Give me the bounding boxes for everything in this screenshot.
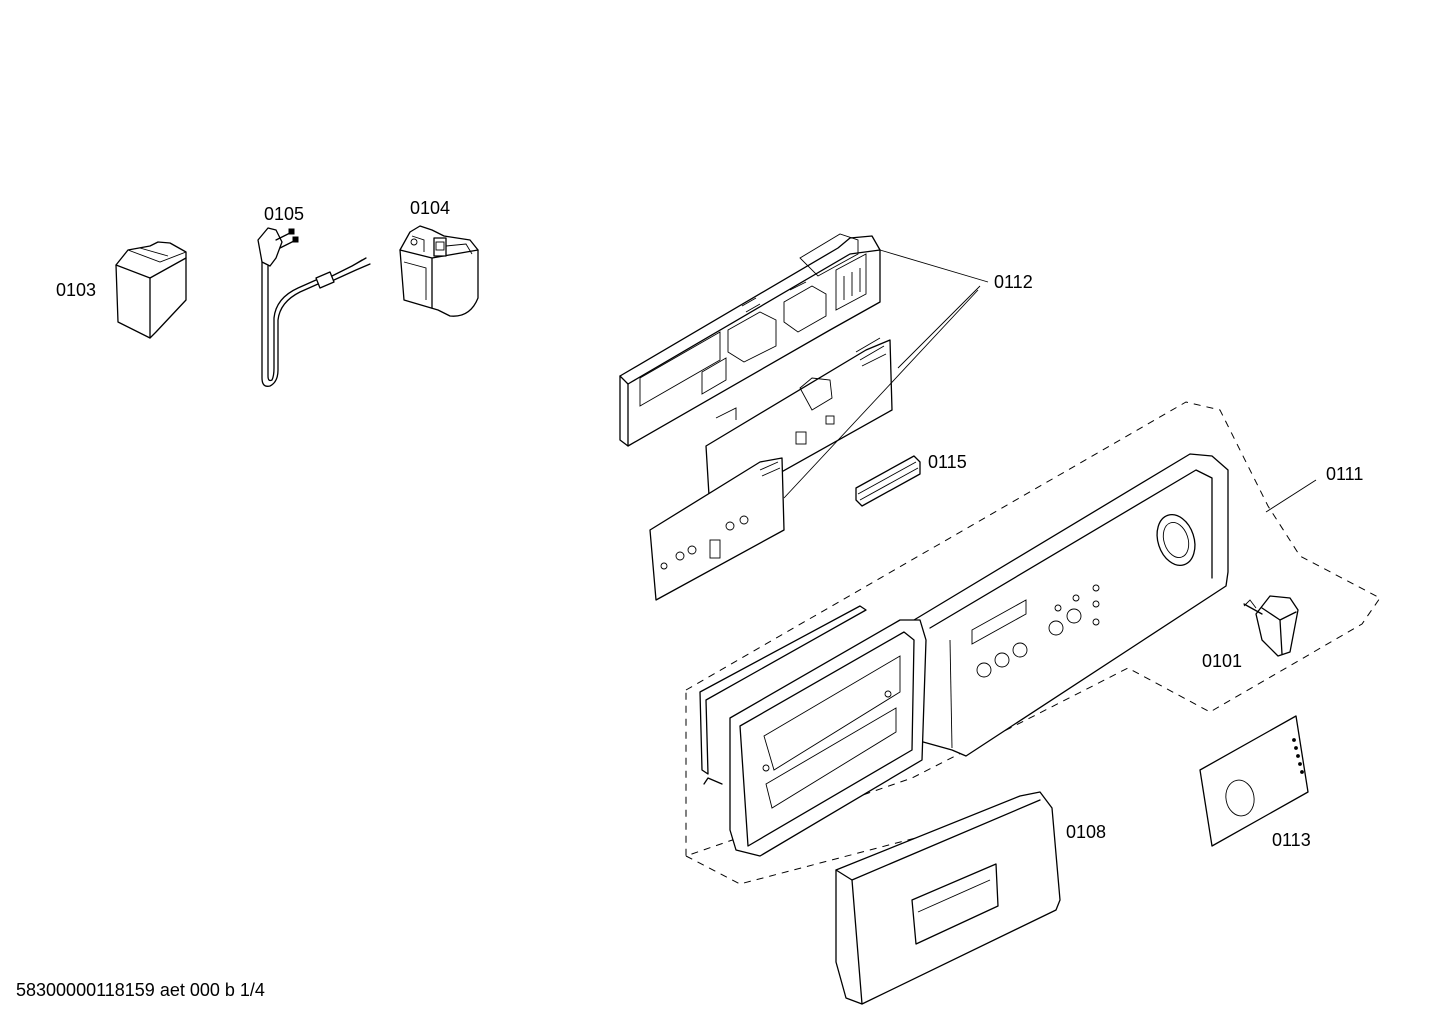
label-0103: 0103 xyxy=(56,280,96,300)
label-0105: 0105 xyxy=(264,204,304,224)
label-0115: 0115 xyxy=(928,452,967,472)
electronic-module-part xyxy=(619,233,989,601)
label-0108: 0108 xyxy=(1066,822,1106,842)
suppressor-part xyxy=(399,225,479,317)
drawer-handle-part xyxy=(835,791,1061,1005)
label-0101: 0101 xyxy=(1202,651,1242,671)
document-code: 58300000118159 aet 000 b 1/4 xyxy=(16,980,265,1000)
power-cable-part xyxy=(257,227,371,387)
display-window-part xyxy=(855,455,921,507)
label-0104: 0104 xyxy=(410,198,450,218)
label-0111: 0111 xyxy=(1326,464,1363,484)
cap-cover-part xyxy=(115,241,187,339)
panel-foil-part xyxy=(1199,715,1309,847)
label-0112: 0112 xyxy=(994,272,1033,292)
program-knob-part xyxy=(1243,595,1299,657)
label-0113: 0113 xyxy=(1272,830,1311,850)
fascia-panel-part xyxy=(685,401,1381,885)
